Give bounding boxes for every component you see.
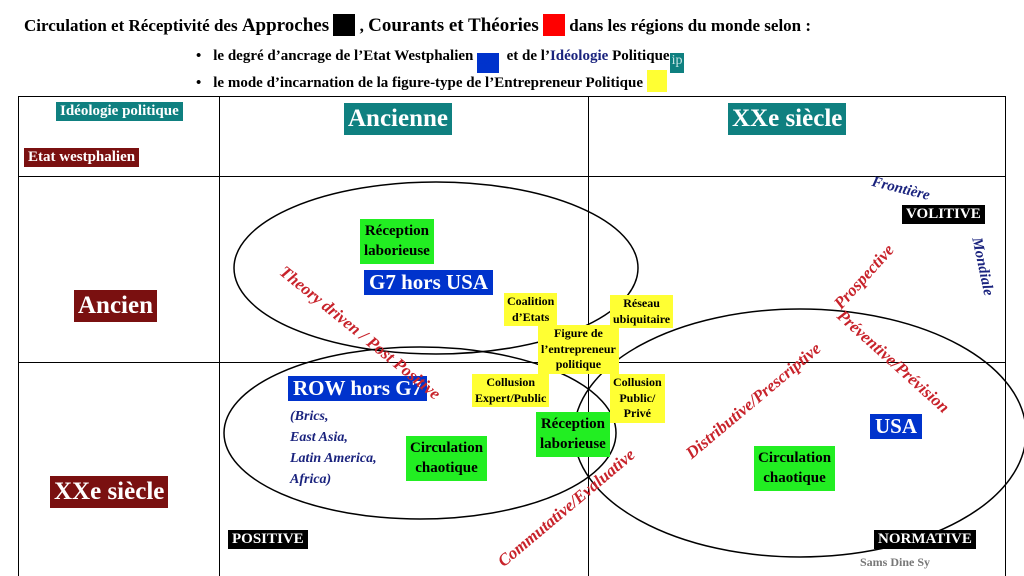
page-title: Circulation et Réceptivité des Approches… — [24, 14, 812, 36]
matrix-grid — [18, 96, 1006, 576]
col-header-ancienne: Ancienne — [344, 103, 452, 135]
region-usa: USA — [870, 414, 923, 440]
corner-positive: POSITIVE — [228, 530, 308, 549]
corner-volitive: VOLITIVE — [902, 205, 985, 224]
grid-hline-1 — [18, 176, 1006, 177]
title-courants: Courants et Théories — [368, 15, 539, 36]
grid-vline-1 — [219, 96, 220, 576]
ellipse-xxe-right — [573, 308, 1024, 558]
corner-normative: NORMATIVE — [874, 530, 976, 549]
col-header-xxe: XXe siècle — [728, 103, 847, 135]
bullet-entrepreneur: •le mode d’incarnation de la figure-type… — [196, 70, 667, 92]
title-approches: Approches — [241, 15, 330, 36]
label-etat-westphalien: Etat westphalien — [24, 148, 140, 167]
label-ideologie-politique: Idéologie politique — [56, 102, 183, 121]
row-header-ancien: Ancien — [74, 290, 157, 322]
author-credit: Sams Dine Sy — [860, 555, 931, 569]
courants-color-square — [542, 14, 565, 36]
ellipse-ancien — [233, 181, 639, 355]
entrepreneur-color-square — [646, 70, 667, 92]
ip-color-square: ip — [669, 53, 685, 73]
grid-hline-2 — [18, 362, 1006, 363]
region-row-hors-g7: ROW hors G7 — [288, 376, 428, 402]
ep-color-square: ep — [477, 53, 500, 73]
approches-color-square — [333, 14, 356, 36]
bullet-etat: •le degré d’ancrage de l’Etat Westphalie… — [196, 48, 685, 73]
region-g7-hors-usa: G7 hors USA — [364, 270, 494, 296]
row-header-xxe: XXe siècle — [50, 476, 169, 508]
ellipse-xxe-left — [223, 346, 617, 520]
row-region-list: (Brics, East Asia, Latin America, Africa… — [290, 409, 377, 487]
